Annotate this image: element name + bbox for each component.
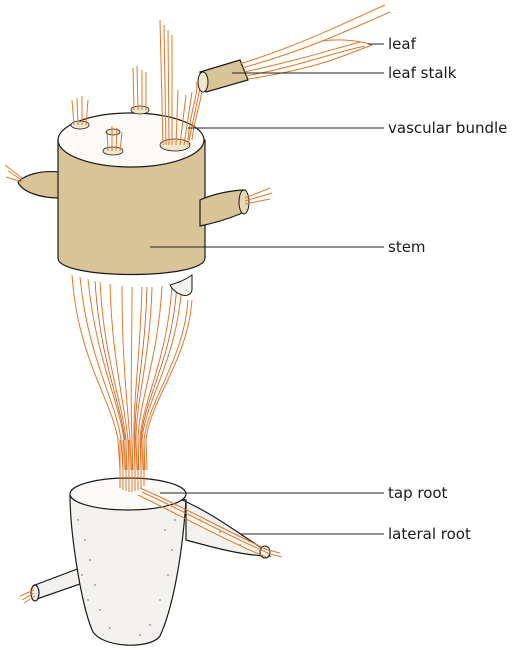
leaf-and-stalk <box>187 4 391 141</box>
tap-root-vascular-bundle <box>119 440 145 492</box>
top-vascular-bundles <box>71 19 201 152</box>
stem-body <box>57 139 206 276</box>
root <box>19 440 283 646</box>
stem-top-face <box>57 112 205 168</box>
label-leaf-stalk: leaf stalk <box>388 64 457 82</box>
leader-lines <box>150 43 384 535</box>
stem <box>4 105 273 296</box>
label-leaf: leaf <box>388 35 417 53</box>
lateral-root-arm <box>169 494 272 557</box>
root-body <box>69 494 187 646</box>
label-tap-root: tap root <box>388 484 448 502</box>
left-lateral-root <box>33 567 81 601</box>
label-stem: stem <box>388 238 426 256</box>
root-shading <box>77 519 241 636</box>
left-leaf-stalk <box>17 170 61 199</box>
label-vascular-bundle: vascular bundle <box>388 119 507 137</box>
connecting-vascular-strands <box>71 274 193 471</box>
lateral-root-vascular-strands <box>137 487 283 558</box>
label-lateral-root: lateral root <box>388 525 471 543</box>
